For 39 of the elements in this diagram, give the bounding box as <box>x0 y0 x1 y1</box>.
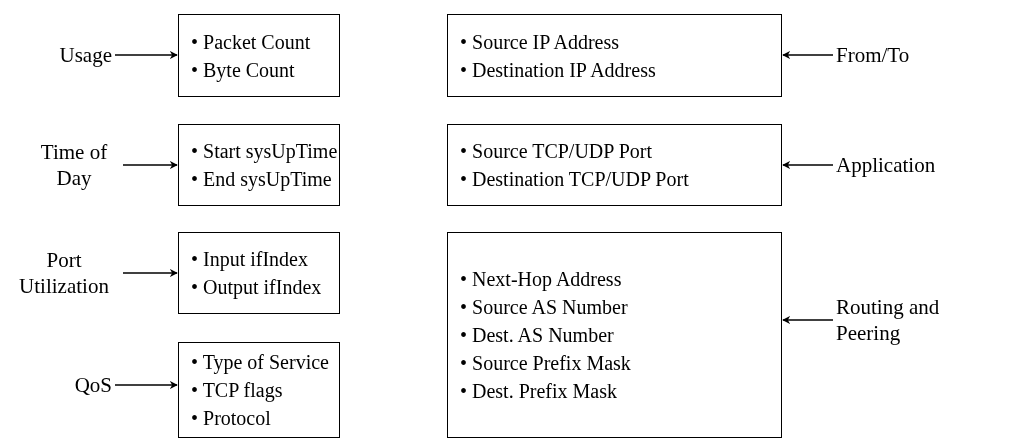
arrow <box>122 161 178 169</box>
field-name: • Source Prefix Mask <box>460 351 632 376</box>
field-list-box <box>178 232 340 314</box>
field-name: • Start sysUpTime <box>191 139 335 165</box>
field-list-box <box>178 124 340 206</box>
field-list-box <box>447 14 782 97</box>
field-name: • Input ifIndex <box>191 247 309 273</box>
field-name: • Byte Count <box>191 57 296 84</box>
arrow <box>122 269 178 277</box>
field-list-box <box>447 124 782 206</box>
category-label: Routing and Peering <box>836 294 941 346</box>
arrow <box>782 316 834 324</box>
category-label: Usage <box>58 42 112 68</box>
field-name: • Source TCP/UDP Port <box>460 139 654 164</box>
field-list-box <box>178 14 340 97</box>
category-label: QoS <box>73 372 112 398</box>
field-name: • Next-Hop Address <box>460 267 623 293</box>
field-list-box <box>178 342 340 438</box>
field-list-box <box>447 232 782 438</box>
field-name: • Protocol <box>191 406 272 431</box>
field-name: • Destination TCP/UDP Port <box>460 167 690 192</box>
category-label: Port Utilization <box>18 247 110 299</box>
category-label: Application <box>836 152 937 178</box>
field-name: • Source IP Address <box>460 29 621 55</box>
field-name: • TCP flags <box>191 378 284 404</box>
arrow <box>114 51 178 59</box>
field-name: • Destination IP Address <box>460 57 657 83</box>
category-label: From/To <box>836 42 911 68</box>
arrow <box>114 381 178 389</box>
field-name: • Output ifIndex <box>191 275 323 301</box>
category-label: Time of Day <box>39 139 109 191</box>
field-name: • Packet Count <box>191 29 312 55</box>
field-name: • Dest. AS Number <box>460 323 615 348</box>
arrow <box>782 161 834 169</box>
field-name: • Type of Service <box>191 350 330 376</box>
field-name: • Source AS Number <box>460 295 629 320</box>
field-name: • End sysUpTime <box>191 167 333 193</box>
arrow <box>782 51 834 59</box>
field-name: • Dest. Prefix Mask <box>460 379 618 404</box>
